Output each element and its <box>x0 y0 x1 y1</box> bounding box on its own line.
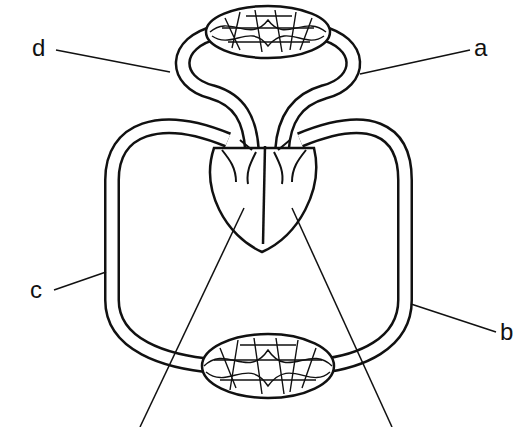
lung-capillary-bed <box>206 6 330 58</box>
vessel-lumen <box>112 32 405 366</box>
part-label: c <box>28 278 44 302</box>
heart <box>210 140 316 252</box>
heart-valves <box>222 140 306 184</box>
part-label: a <box>472 36 489 60</box>
vessel-wall <box>112 32 405 366</box>
body-capillary-bed <box>202 334 334 398</box>
leader-lines <box>54 50 496 427</box>
part-label: d <box>30 36 47 60</box>
part-label: b <box>498 320 515 344</box>
